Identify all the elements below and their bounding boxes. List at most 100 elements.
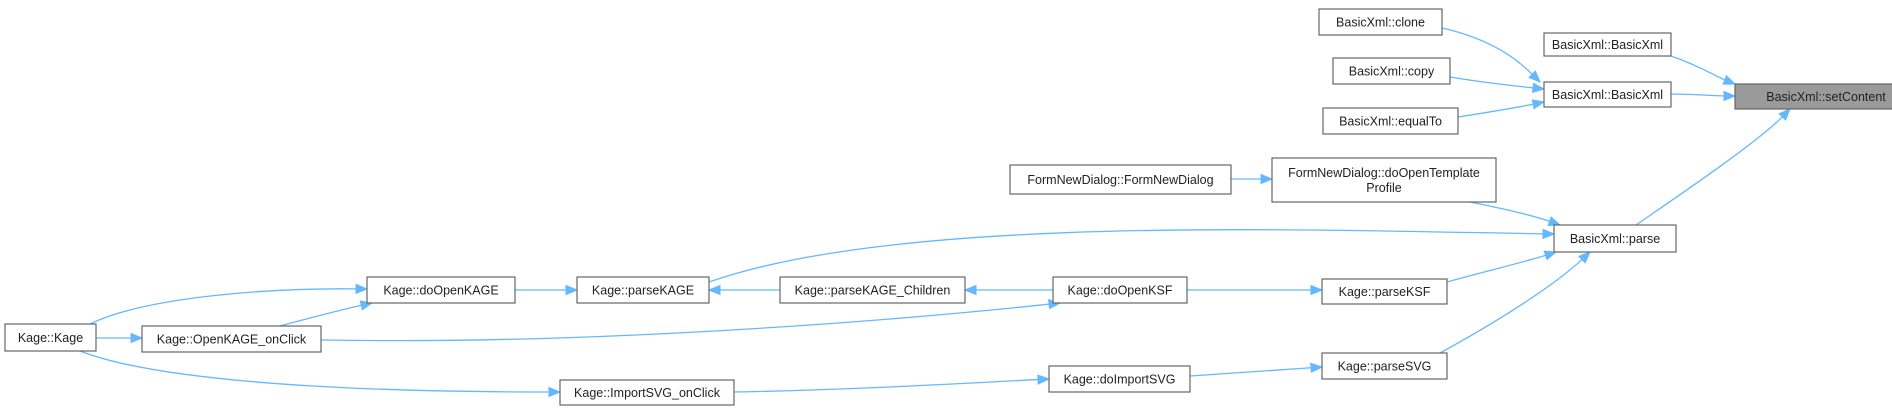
node-label: FormNewDialog::doOpenTemplate [1288,166,1480,180]
node-doOpenKSF[interactable]: Kage::doOpenKSF [1052,276,1188,304]
node-box[interactable] [1734,83,1892,110]
node-box[interactable] [141,325,322,353]
node-label: Kage::ImportSVG_onClick [574,386,721,400]
edge-arrowhead [963,284,977,296]
edge-importSVG_onClick-to-doImportSVG [733,374,1051,393]
edge-arrowhead [548,386,562,398]
node-label: BasicXml::clone [1336,16,1425,30]
node-label: BasicXml::equalTo [1339,115,1442,129]
edge-parseKSF-to-parse [1446,250,1558,283]
node-label: Kage::OpenKAGE_onClick [157,333,307,347]
edge-arrowhead [1778,108,1791,121]
node-importSVG_onClick[interactable]: Kage::ImportSVG_onClick [559,379,735,406]
edge-line [1189,366,1314,377]
edge-copy-to-ctor2 [1449,76,1546,94]
node-box[interactable] [366,276,516,304]
edge-line [1439,257,1584,354]
node-box[interactable] [1052,276,1188,304]
node-parse[interactable]: BasicXml::parse [1553,224,1677,253]
edge-clone-to-ctor2 [1441,27,1541,83]
edge-arrowhead [1723,90,1737,102]
node-box[interactable] [1009,164,1232,195]
edge-line [79,350,552,393]
edge-line [320,303,1052,342]
edge-arrowhead [1528,70,1541,83]
node-label: BasicXml::BasicXml [1552,38,1663,52]
edge-arrowhead [1722,74,1737,85]
node-box[interactable] [1322,107,1459,135]
edge-line [1449,76,1536,89]
edge-formNewDialog-to-doOpenTemplate [1231,173,1274,185]
edge-arrowhead [355,283,369,295]
node-box[interactable] [576,276,710,304]
edge-line [1635,115,1785,226]
edge-openKAGE_onClick-to-doOpenKAGE [279,300,374,327]
edge-arrowhead [1532,82,1546,94]
edge-arrowhead [565,284,579,296]
node-box[interactable] [1553,224,1677,253]
node-box[interactable] [1318,8,1443,36]
edge-parseKAGE-to-parse [708,228,1556,283]
node-label: Kage::Kage [18,331,83,345]
node-formNewDialog[interactable]: FormNewDialog::FormNewDialog [1009,164,1232,195]
nodes-layer: BasicXml::setContent BasicXml::cloneBasic… [4,8,1892,406]
edge-ctor1-to-setContent [1670,55,1737,85]
node-box[interactable] [1332,57,1451,85]
edge-ctor2-to-setContent [1670,90,1737,102]
node-label: Kage::doOpenKSF [1068,284,1173,298]
edge-openKAGE_onClick-to-doOpenKSF [320,298,1062,342]
edge-parseKAGE_Children-to-parseKAGE [707,284,780,296]
edge-line [1670,55,1727,82]
edge-doOpenKSF-to-parseKSF [1187,284,1324,296]
node-label: Kage::parseKSF [1339,285,1431,299]
node-setContent[interactable]: BasicXml::setContent [1734,83,1892,110]
node-box[interactable] [1543,32,1672,57]
edge-arrowhead [1037,374,1051,385]
edge-line [1446,254,1548,283]
node-ctor2[interactable]: BasicXml::BasicXml [1543,81,1672,108]
edge-line [279,304,364,327]
node-doImportSVG[interactable]: Kage::doImportSVG [1048,365,1191,393]
edge-line [1670,93,1727,97]
node-parseKAGE[interactable]: Kage::parseKAGE [576,276,710,304]
edge-doImportSVG-to-parseSVG [1189,362,1324,377]
node-label: Profile [1366,181,1401,195]
node-box[interactable] [779,276,966,304]
edge-arrowhead [707,284,721,296]
node-parseKSF[interactable]: Kage::parseKSF [1321,278,1448,305]
node-parseSVG[interactable]: Kage::parseSVG [1321,352,1448,380]
node-box[interactable] [1543,81,1672,108]
node-box[interactable] [4,323,97,352]
edge-parse-to-setContent [1635,108,1791,226]
edge-line [1441,27,1535,77]
node-openKAGE_onClick[interactable]: Kage::OpenKAGE_onClick [141,325,322,353]
node-copy[interactable]: BasicXml::copy [1332,57,1451,85]
node-box[interactable] [1321,352,1448,380]
node-parseKAGE_Children[interactable]: Kage::parseKAGE_Children [779,276,966,304]
node-box[interactable] [559,379,735,406]
node-doOpenKAGE[interactable]: Kage::doOpenKAGE [366,276,516,304]
node-label: FormNewDialog::FormNewDialog [1027,173,1213,187]
edge-line [1469,201,1552,223]
edge-arrowhead [1547,216,1562,227]
edge-doOpenKSF-to-parseKAGE_Children [963,284,1053,296]
edge-arrowhead [1531,99,1546,110]
node-clone[interactable]: BasicXml::clone [1318,8,1443,36]
node-label: Kage::parseSVG [1338,360,1432,374]
edge-arrowhead [1543,250,1558,261]
node-box[interactable] [1271,157,1497,203]
edge-arrowhead [1260,173,1274,185]
edge-doOpenKAGE-to-parseKAGE [515,284,579,296]
node-label: BasicXml::parse [1570,232,1660,246]
node-kage[interactable]: Kage::Kage [4,323,97,352]
node-equalTo[interactable]: BasicXml::equalTo [1322,107,1459,135]
node-box[interactable] [1048,365,1191,393]
edges-layer [79,27,1791,398]
node-ctor1[interactable]: BasicXml::BasicXml [1543,32,1672,57]
node-label: Kage::parseKAGE_Children [795,284,951,298]
edge-line [1457,103,1536,118]
node-label: BasicXml::setContent [1766,90,1886,104]
node-box[interactable] [1321,278,1448,305]
